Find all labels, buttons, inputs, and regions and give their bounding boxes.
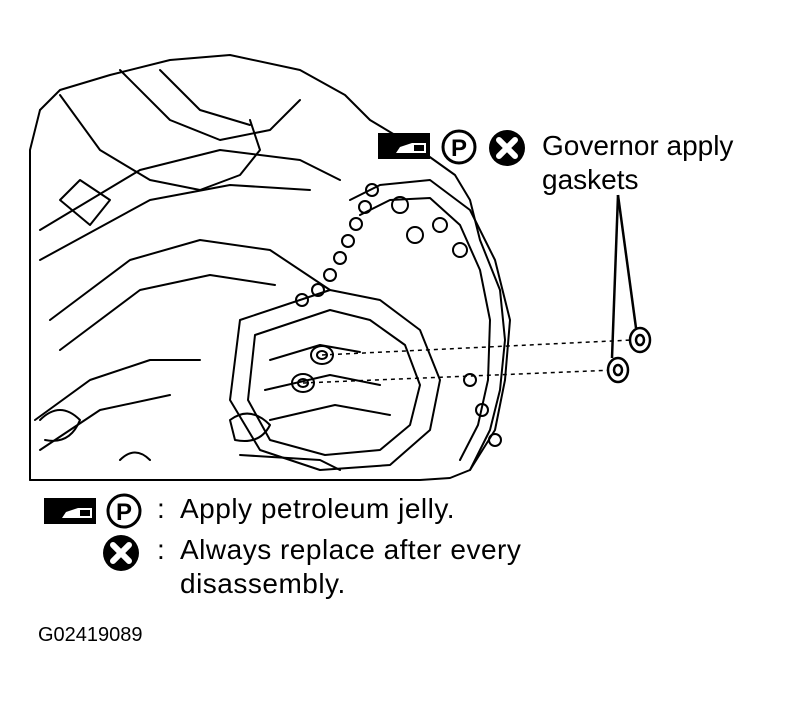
callout-pointer-lower (610, 194, 620, 359)
legend-separator: : (157, 493, 166, 524)
legend-text-always-replace: Always replace after every disassembly. (180, 533, 521, 601)
always-replace-x-icon (103, 535, 139, 571)
valve-body-cavity (229, 289, 441, 471)
petroleum-jelly-p-icon: P (441, 129, 477, 165)
petroleum-jelly-p-icon: P (106, 493, 142, 529)
figure-code: G02419089 (38, 624, 143, 646)
legend-text-apply-jelly: Apply petroleum jelly. (180, 493, 456, 524)
legend-text-line2: disassembly. (180, 568, 346, 599)
petroleum-jelly-tube-icon (378, 133, 430, 159)
svg-text:P: P (451, 135, 467, 162)
always-replace-x-icon (489, 130, 525, 166)
svg-text:P: P (116, 499, 132, 526)
legend-text-line1: Always replace after every (180, 534, 522, 565)
case-flange (349, 179, 511, 471)
legend-separator: : (157, 534, 166, 565)
leader-line-upper (321, 339, 633, 356)
callout-pointer-upper (616, 194, 638, 329)
petroleum-jelly-tube-icon (44, 498, 96, 524)
callout-label: Governor apply gaskets (542, 129, 733, 197)
callout-label-line1: Governor apply (542, 130, 734, 161)
leader-line-lower (302, 369, 616, 384)
callout-label-line2: gaskets (542, 164, 639, 195)
